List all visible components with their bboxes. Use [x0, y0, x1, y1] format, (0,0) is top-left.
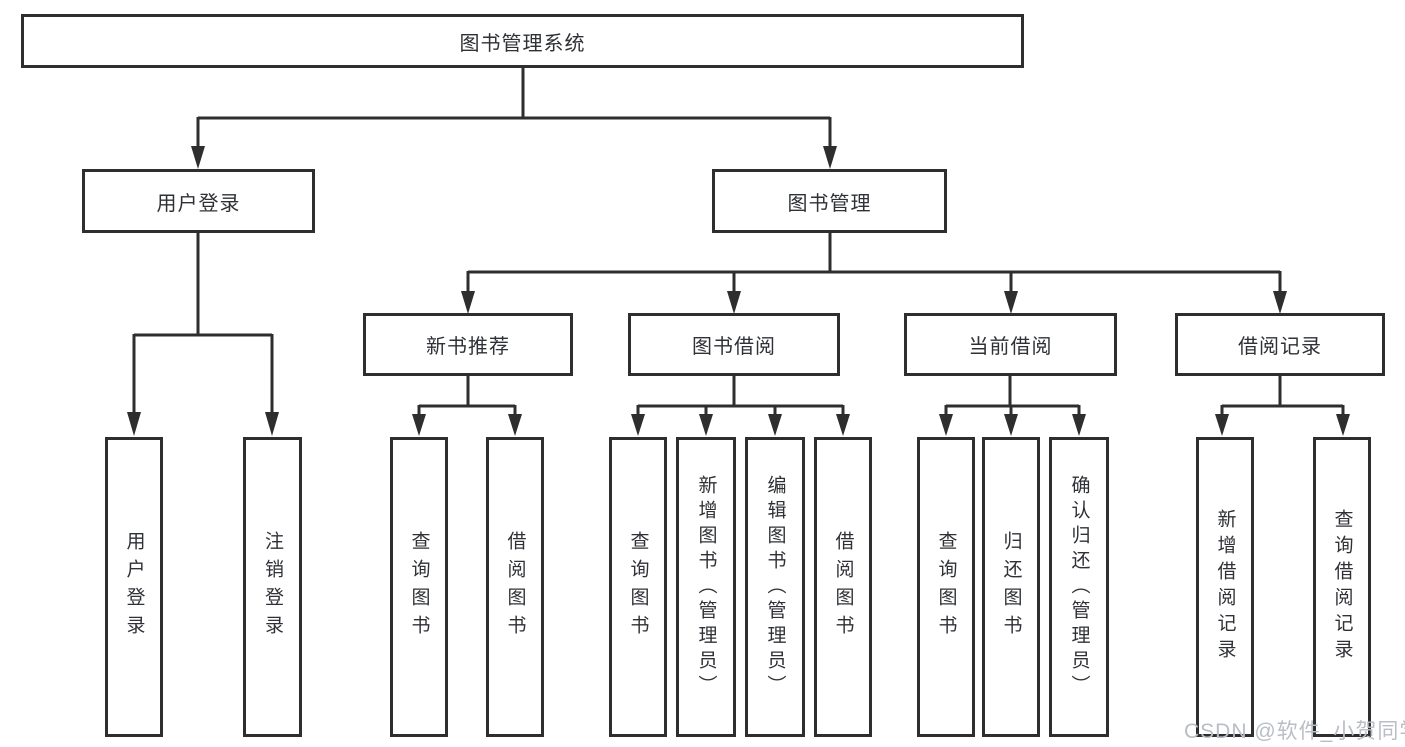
leaf-borrow-query-book-label: 查询图书: [627, 531, 649, 643]
leaf-recommend-borrow-book-label: 借阅图书: [504, 531, 526, 643]
node-new-book-recommend: 新书推荐: [363, 313, 573, 376]
leaf-return-book-label: 归还图书: [1000, 531, 1022, 643]
node-borrow-records-label: 借阅记录: [1238, 336, 1322, 358]
leaf-edit-book-admin-label: 编辑图书（管理员）: [764, 474, 786, 700]
leaf-borrow-book: 借阅图书: [814, 437, 872, 737]
node-book-borrow: 图书借阅: [628, 313, 840, 376]
csdn-watermark: CSDN @软件_小贺同学: [1184, 720, 1405, 743]
node-root-label: 图书管理系统: [459, 32, 586, 55]
node-book-borrow-label: 图书借阅: [692, 336, 776, 358]
leaf-edit-book-admin: 编辑图书（管理员）: [745, 437, 805, 737]
node-current-borrow: 当前借阅: [904, 313, 1117, 376]
leaf-user-login: 用户登录: [105, 437, 163, 737]
node-borrow-records: 借阅记录: [1175, 313, 1385, 376]
leaf-query-borrow-record: 查询借阅记录: [1313, 437, 1371, 737]
leaf-add-borrow-record-label: 新增借阅记录: [1214, 509, 1236, 665]
leaf-borrow-query-book: 查询图书: [609, 437, 667, 737]
node-user-login: 用户登录: [82, 169, 315, 233]
node-book-management-label: 图书管理: [787, 192, 872, 215]
leaf-logout: 注销登录: [243, 437, 302, 737]
leaf-logout-label: 注销登录: [262, 531, 283, 643]
leaf-borrow-book-label: 借阅图书: [832, 531, 854, 643]
node-new-book-recommend-label: 新书推荐: [426, 336, 510, 358]
leaf-return-book: 归还图书: [982, 437, 1040, 737]
leaf-query-borrow-record-label: 查询借阅记录: [1331, 509, 1353, 665]
leaf-user-login-label: 用户登录: [123, 531, 145, 643]
leaf-recommend-query-book: 查询图书: [390, 437, 448, 737]
leaf-current-query-book: 查询图书: [917, 437, 975, 737]
leaf-confirm-return-admin: 确认归还（管理员）: [1049, 437, 1109, 737]
leaf-recommend-borrow-book: 借阅图书: [486, 437, 544, 737]
leaf-recommend-query-book-label: 查询图书: [408, 531, 430, 643]
leaf-add-book-admin-label: 新增图书（管理员）: [695, 474, 717, 700]
leaf-add-book-admin: 新增图书（管理员）: [676, 437, 736, 737]
leaf-current-query-book-label: 查询图书: [935, 531, 957, 643]
leaf-add-borrow-record: 新增借阅记录: [1196, 437, 1254, 737]
node-current-borrow-label: 当前借阅: [968, 336, 1053, 358]
leaf-confirm-return-admin-label: 确认归还（管理员）: [1068, 474, 1090, 700]
node-user-login-label: 用户登录: [156, 192, 241, 215]
node-book-management: 图书管理: [712, 169, 947, 233]
node-root: 图书管理系统: [21, 14, 1024, 68]
